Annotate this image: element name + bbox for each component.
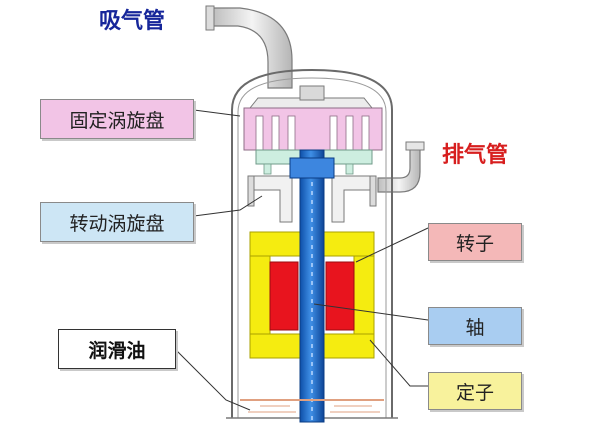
- oil-sump: [240, 399, 384, 413]
- leader-shaft: [313, 303, 429, 321]
- label-rotor: 转子: [428, 223, 522, 261]
- fixed-scroll: [243, 107, 383, 151]
- label-lubricating-oil: 润滑油: [58, 329, 176, 369]
- label-intake-pipe: 吸气管: [98, 9, 165, 34]
- shaft: [289, 149, 335, 423]
- label-fixed-scroll: 固定涡旋盘: [40, 99, 194, 139]
- leader-lines: [175, 109, 429, 411]
- discharge-pipe: [377, 141, 425, 193]
- main-frame: [247, 175, 377, 223]
- leader-fixed-scroll: [193, 109, 241, 117]
- leader-oil: [175, 349, 251, 411]
- leader-stator: [369, 339, 428, 387]
- leader-rotor: [355, 227, 429, 263]
- intake-pipe: [205, 5, 293, 89]
- top-frame: [248, 85, 374, 109]
- label-discharge-pipe: 排气管: [441, 143, 508, 168]
- leader-orbiting-scroll: [193, 195, 263, 217]
- label-shaft: 轴: [428, 307, 522, 345]
- label-stator: 定子: [428, 372, 522, 410]
- rotor: [269, 261, 355, 331]
- label-orbiting-scroll: 转动涡旋盘: [40, 202, 194, 242]
